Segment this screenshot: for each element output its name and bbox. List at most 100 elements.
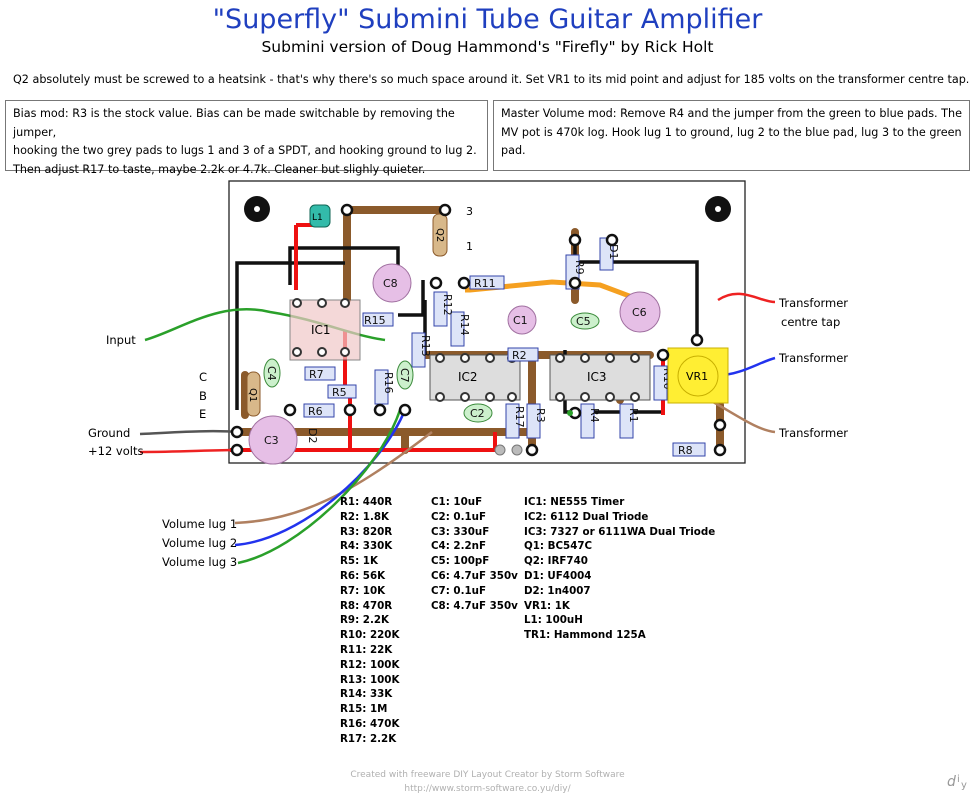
r9-label: R9: [573, 260, 586, 275]
c3-capacitor: [248, 415, 298, 465]
part-item: R16: 470K: [340, 717, 400, 730]
part-item: R11: 22K: [340, 643, 393, 656]
part-item: C1: 10uF: [431, 496, 483, 508]
r17-label: R17: [513, 406, 526, 428]
lead-1-label: 1: [466, 240, 473, 253]
c4-capacitor: [263, 358, 281, 388]
r4-label: R4: [588, 408, 601, 423]
c6-label: C6: [632, 306, 647, 319]
part-item: R8: 470R: [340, 599, 393, 612]
part-item: C7: 0.1uF: [431, 584, 487, 597]
c3-label: C3: [264, 434, 279, 447]
e-pin-label: E: [199, 407, 207, 421]
part-item: C5: 100pF: [431, 555, 490, 568]
capacitors: C8 C1 C6 C3 C5 C2 C7 C4: [248, 263, 661, 465]
d2-label: D2: [306, 428, 319, 443]
heatsink-note: Q2 absolutely must be screwed to a heats…: [13, 73, 970, 86]
part-item: C6: 4.7uF 350v: [431, 569, 518, 582]
part-item: TR1: Hammond 125A: [524, 629, 646, 642]
part-item: R10: 220K: [340, 629, 400, 642]
part-item: IC1: NE555 Timer: [524, 496, 625, 508]
r5-label: R5: [332, 386, 347, 399]
volume-lug-1-label: Volume lug 1: [162, 517, 238, 531]
q1-label: Q1: [247, 388, 258, 402]
r1-label: R1: [627, 408, 640, 423]
vr1-label: VR1: [686, 370, 708, 383]
bias-mod-note: Bias mod: R3 is the stock value. Bias ca…: [5, 100, 488, 176]
c6-capacitor: [619, 291, 661, 333]
pads: [230, 203, 727, 457]
footer-url[interactable]: http://www.storm-software.co.yu/diy/: [404, 784, 571, 794]
ic2-label: IC2: [458, 370, 478, 384]
bias-note-line: Bias mod: R3 is the stock value. Bias ca…: [13, 107, 455, 139]
c7-capacitor: [396, 360, 414, 390]
part-item: Q2: IRF740: [524, 555, 588, 568]
part-item: R15: 1M: [340, 703, 388, 716]
r14-label: R14: [458, 314, 471, 336]
r8-label: R8: [678, 444, 693, 457]
part-item: R1: 440R: [340, 496, 393, 508]
part-item: R4: 330K: [340, 540, 393, 553]
part-item: R5: 1K: [340, 555, 378, 568]
orange-wire: [465, 279, 641, 303]
svg-text:i: i: [957, 774, 960, 785]
c1-label: C1: [513, 314, 528, 327]
part-item: C3: 330uF: [431, 525, 490, 538]
b-pin-label: B: [199, 389, 207, 403]
svg-text:y: y: [961, 780, 967, 791]
volume-lug-3-label: Volume lug 3: [162, 555, 238, 569]
c5-label: C5: [576, 315, 591, 328]
r11-label: R11: [474, 277, 496, 290]
bias-green-pad: [567, 410, 573, 416]
part-item: R13: 100K: [340, 673, 400, 686]
part-item: R14: 33K: [340, 688, 393, 701]
c8-capacitor: [372, 263, 412, 303]
resistors: [303, 237, 706, 457]
page-subtitle: Submini version of Doug Hammond's "Firef…: [261, 38, 714, 56]
part-item: C2: 0.1uF: [431, 510, 487, 523]
mv-note-line: MV pot is 470k log. Hook lug 1 to ground…: [501, 125, 962, 158]
r3-label: R3: [534, 408, 547, 423]
diylc-logo-icon: d i y: [947, 774, 967, 791]
master-volume-note: Master Volume mod: Remove R4 and the jum…: [493, 100, 970, 171]
r15-label: R15: [364, 314, 386, 327]
c2-capacitor: [463, 403, 493, 423]
r12-label: R12: [441, 294, 454, 316]
part-item: R12: 100K: [340, 658, 400, 671]
c7-label: C7: [398, 368, 411, 383]
lead-3-label: 3: [466, 205, 473, 218]
r13-label: R13: [419, 335, 432, 357]
mv-note-line: Master Volume mod: Remove R4 and the jum…: [501, 107, 962, 120]
resistor-labels: R11 R15 R2 R7 R5 R6 R8 R12 R14 R13 R9 D1…: [306, 244, 693, 457]
part-item: R3: 820R: [340, 525, 393, 538]
c2-label: C2: [470, 407, 485, 420]
c8-label: C8: [383, 277, 398, 290]
part-item: D2: 1n4007: [524, 584, 591, 597]
part-item: C8: 4.7uF 350v: [431, 599, 518, 612]
part-item: VR1: 1K: [524, 599, 570, 612]
part-item: D1: UF4004: [524, 569, 592, 582]
l1-inductor: [309, 204, 331, 228]
page-title: "Superfly" Submini Tube Guitar Amplifier: [212, 4, 763, 35]
part-item: C4: 2.2nF: [431, 540, 487, 553]
c-pin-label: C: [199, 370, 208, 384]
q2-label: Q2: [434, 228, 445, 242]
part-item: L1: 100uH: [524, 614, 583, 627]
svg-text:d: d: [947, 774, 956, 790]
capacitor-list: C1: 10uF C2: 0.1uF C3: 330uF C4: 2.2nF C…: [431, 495, 518, 613]
part-item: R7: 10K: [340, 584, 386, 597]
c5-capacitor: [570, 312, 600, 330]
c1-capacitor: [507, 305, 537, 335]
transformer-2-label: Transformer: [779, 351, 849, 365]
other-parts-list: IC1: NE555 Timer IC2: 6112 Dual Triode I…: [524, 495, 715, 643]
part-item: R6: 56K: [340, 569, 386, 582]
input-label: Input: [106, 333, 136, 347]
part-item: IC2: 6112 Dual Triode: [524, 510, 649, 523]
q1-transistor: [246, 371, 261, 417]
part-item: R9: 2.2K: [340, 614, 390, 627]
footer-credit: Created with freeware DIY Layout Creator…: [350, 770, 625, 780]
bias-note-line: Then adjust R17 to taste, maybe 2.2k or …: [13, 162, 426, 176]
bias-note-line: hooking the two grey pads to lugs 1 and …: [13, 144, 477, 157]
part-item: R17: 2.2K: [340, 732, 397, 745]
